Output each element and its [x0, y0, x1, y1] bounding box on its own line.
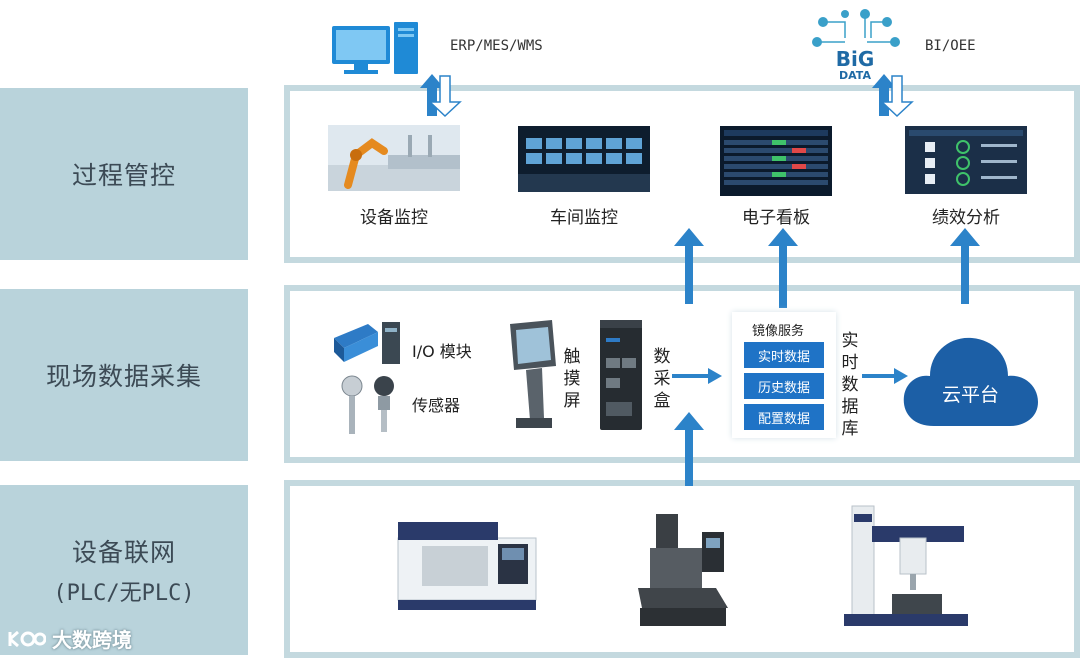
- data-collection-box-image: [600, 320, 642, 430]
- touchscreen-label: 触摸屏: [563, 347, 581, 411]
- process-item-caption: 绩效分析: [932, 208, 1000, 228]
- process-item-caption: 设备监控: [360, 208, 428, 228]
- computer-icon: [332, 22, 418, 74]
- cnc-machine-image: [397, 522, 537, 610]
- history-data-button[interactable]: 历史数据: [744, 373, 824, 399]
- process-item-caption: 车间监控: [550, 208, 618, 228]
- data-box-label: 数采盒: [653, 347, 671, 411]
- layer-label-process-control: 过程管控: [0, 88, 248, 260]
- up-arrow-icon: [950, 228, 980, 304]
- realtime-data-button[interactable]: 实时数据: [744, 342, 824, 368]
- up-arrow-icon: [768, 228, 798, 308]
- layer-title: 现场数据采集: [45, 362, 202, 391]
- realtime-database-label: 实时数据库: [841, 331, 859, 439]
- svg-text:DATA: DATA: [839, 69, 871, 80]
- io-module-image: [334, 322, 400, 364]
- up-arrow-icon: [674, 228, 704, 304]
- radial-drill-image: [844, 505, 968, 626]
- performance-analysis-image: [905, 126, 1027, 194]
- erp-mes-wms-label: ERP/MES/WMS: [450, 38, 543, 54]
- sensor-label: 传感器: [412, 396, 461, 415]
- workshop-monitoring-image: [518, 126, 650, 192]
- cloud-platform-label: 云平台: [942, 384, 1000, 406]
- touchscreen-kiosk-image: [510, 320, 556, 428]
- sensor-image: [341, 375, 394, 434]
- equipment-monitoring-image: [328, 125, 460, 191]
- io-module-label: I/O 模块: [412, 342, 472, 361]
- electronic-board-image: [720, 126, 832, 196]
- watermark-text: 大数跨境: [52, 628, 132, 652]
- bidirectional-arrow-icon: [872, 74, 914, 118]
- layer-subtitle: (PLC/无PLC): [53, 581, 195, 606]
- big-data-logo-icon: BiG DATA: [812, 9, 900, 80]
- layer-label-device-network: 设备联网 (PLC/无PLC): [0, 485, 248, 655]
- bidirectional-arrow-icon: [420, 74, 462, 118]
- bi-oee-label: BI/OEE: [925, 38, 976, 54]
- right-arrow-icon: [672, 368, 722, 384]
- layer-title: 设备联网: [71, 538, 176, 567]
- layer-label-data-collection: 现场数据采集: [0, 289, 248, 461]
- svg-text:BiG: BiG: [836, 47, 875, 71]
- layer-title: 过程管控: [71, 161, 176, 190]
- watermark-logo-icon: [8, 630, 46, 647]
- watermark: 大数跨境: [6, 624, 132, 653]
- right-arrow-icon: [862, 368, 908, 384]
- config-data-button[interactable]: 配置数据: [744, 404, 824, 430]
- mirror-service-title: 镜像服务: [752, 324, 805, 339]
- up-arrow-icon: [674, 412, 704, 486]
- process-item-caption: 电子看板: [742, 208, 810, 228]
- machining-center-image: [638, 514, 728, 626]
- cloud-icon: [903, 337, 1038, 426]
